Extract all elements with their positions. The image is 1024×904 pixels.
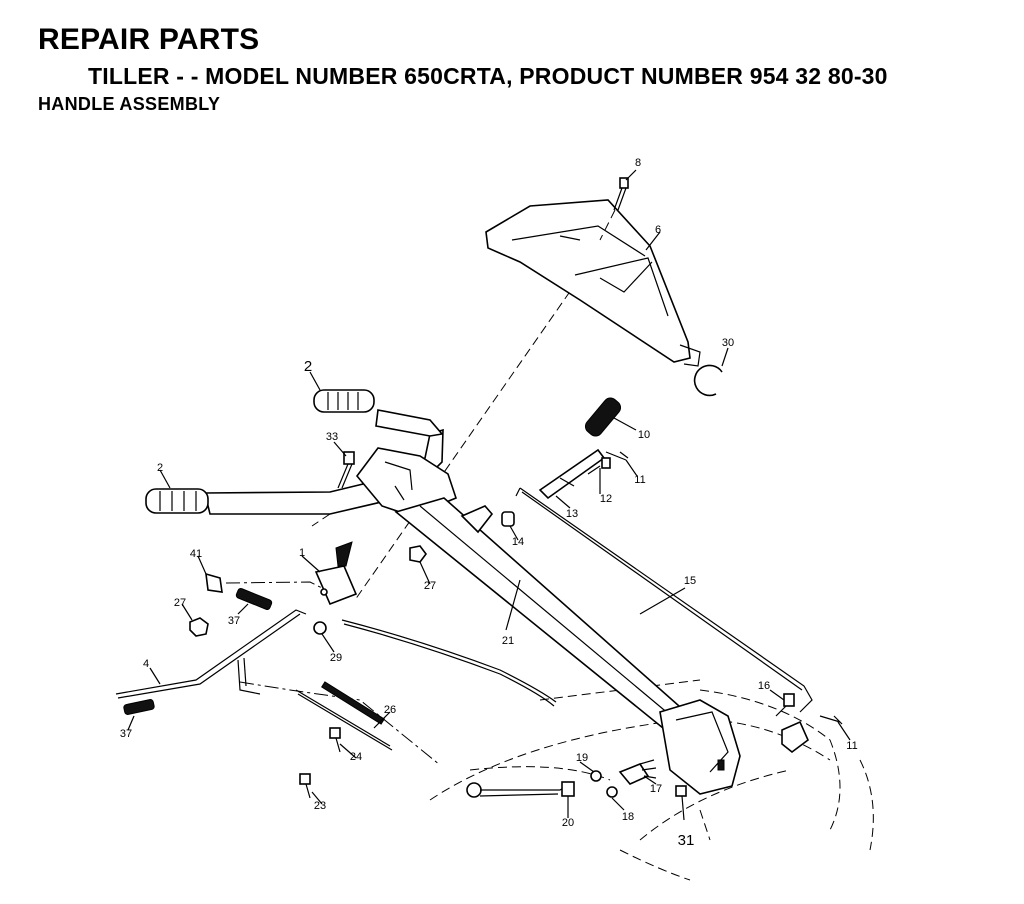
callout-41: 41	[190, 548, 202, 560]
callout-6: 6	[655, 224, 661, 236]
leader-lines	[127, 169, 851, 818]
callout-13: 13	[566, 508, 578, 520]
callout-27-left: 27	[174, 597, 186, 609]
spring-37-upper	[235, 588, 273, 610]
callout-2-upper: 2	[304, 358, 312, 375]
clutch-control-1	[314, 541, 358, 606]
callout-labels: 8 6 30 2 10 33 2 11 12 13 14 1 41 27 15 …	[120, 157, 858, 849]
console-alignment-line	[354, 279, 579, 601]
callout-33: 33	[326, 431, 338, 443]
callout-24: 24	[350, 751, 362, 763]
callout-21: 21	[502, 635, 514, 647]
bolt-24	[329, 727, 341, 753]
shift-rod-15	[515, 487, 813, 713]
cable-path-upper	[225, 581, 331, 593]
handle-mount-plate	[659, 699, 741, 795]
lower-shift-lever-20	[466, 781, 575, 798]
snap-ring-30	[693, 364, 723, 397]
clip-41	[205, 572, 223, 593]
callout-23: 23	[314, 800, 326, 812]
control-cable	[341, 619, 557, 703]
washer-18	[606, 786, 618, 798]
washer-29	[313, 621, 327, 635]
page-title: REPAIR PARTS	[38, 23, 260, 56]
callout-8: 8	[635, 157, 641, 169]
callout-27-right: 27	[424, 580, 436, 592]
bushing-14	[501, 511, 515, 527]
callout-29: 29	[330, 652, 342, 664]
callout-11-lower: 11	[846, 740, 857, 752]
callout-12: 12	[600, 493, 612, 505]
page-header: REPAIR PARTS TILLER - - MODEL NUMBER 650…	[0, 0, 1024, 130]
screw-8	[599, 177, 629, 241]
cable-path-lower	[239, 681, 441, 766]
callout-15: 15	[684, 575, 696, 587]
callout-37-lower: 37	[120, 728, 132, 740]
handle-grip-upper	[313, 389, 375, 413]
tube-clevis	[460, 505, 494, 534]
washer-19	[590, 770, 602, 782]
nut-27-right	[409, 545, 427, 563]
bolt-33	[337, 451, 355, 489]
callout-10: 10	[638, 429, 650, 441]
callout-30: 30	[722, 337, 734, 349]
screw-17	[618, 763, 650, 785]
shift-bracket	[781, 720, 809, 754]
callout-20: 20	[562, 817, 574, 829]
callout-37-upper: 37	[228, 615, 240, 627]
callout-14: 14	[512, 536, 524, 548]
callout-1: 1	[299, 547, 305, 559]
cable-26	[295, 681, 393, 751]
control-rod-4	[115, 609, 307, 699]
callout-2-lower: 2	[157, 462, 163, 474]
model-subtitle: TILLER - - MODEL NUMBER 650CRTA, PRODUCT…	[88, 63, 888, 89]
callout-16: 16	[758, 680, 770, 692]
lever-grip-10	[584, 397, 622, 437]
section-title: HANDLE ASSEMBLY	[38, 94, 221, 114]
callout-31: 31	[678, 832, 695, 849]
handle-bracket	[355, 447, 457, 517]
tine-shield-outline	[429, 679, 874, 881]
callout-26: 26	[384, 704, 396, 716]
nut-27-left	[189, 617, 209, 637]
callout-19: 19	[576, 752, 588, 764]
bolt-31	[675, 785, 687, 821]
bolt-23	[299, 773, 311, 799]
callout-18: 18	[622, 811, 634, 823]
callout-4: 4	[143, 658, 149, 670]
handle-grip-lower	[145, 488, 209, 514]
shift-lever-13	[538, 448, 606, 500]
bolt-12	[587, 457, 611, 475]
spring-pin-11-upper	[605, 451, 629, 461]
callout-11-upper: 11	[634, 474, 645, 486]
console-cover	[485, 199, 701, 367]
spring-37-lower	[123, 699, 155, 715]
spring-pin-11-lower	[819, 715, 843, 725]
callout-17: 17	[650, 783, 662, 795]
